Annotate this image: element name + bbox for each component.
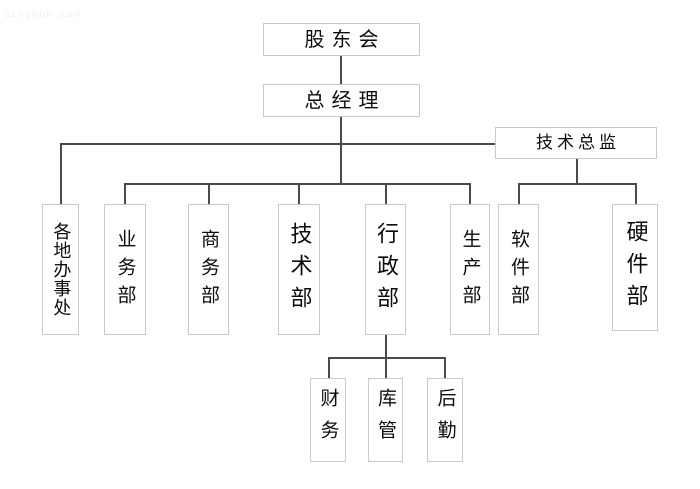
node-software-dept[interactable]: 软件部 [498,204,539,335]
node-logistics[interactable]: 后勤 [427,378,463,462]
department-bus [124,183,471,185]
node-tech-director-label: 技术总监 [536,132,620,153]
node-local-offices[interactable]: 各地办事处 [42,204,79,335]
node-shareholders-label: 股东会 [304,27,386,52]
node-admin-dept[interactable]: 行政部 [365,204,406,335]
node-general-manager-label: 总经理 [304,88,386,113]
edge-to-hardware-dept [635,183,637,204]
node-business-dept[interactable]: 业务部 [104,204,146,335]
node-software-dept-label: 软件部 [508,228,531,313]
node-finance-label: 财务 [317,388,340,452]
node-general-manager[interactable]: 总经理 [263,84,420,117]
edge-shareholders-to-general-manager [340,55,342,84]
edge-to-production-dept [469,183,471,204]
edge-to-logistics [444,357,446,378]
edge-to-admin-dept [385,183,387,204]
node-technical-dept[interactable]: 技术部 [278,204,320,335]
node-logistics-label: 后勤 [434,388,457,452]
node-technical-dept-label: 技术部 [286,221,312,318]
edge-to-finance [328,357,330,378]
node-warehouse-label: 库管 [375,388,398,452]
tech-director-bus [518,183,636,185]
edge-admin-dept-stem [385,334,387,358]
node-commerce-dept-label: 商务部 [198,228,221,313]
edge-to-business-dept [124,183,126,204]
node-finance[interactable]: 财务 [310,378,346,462]
edge-to-commerce-dept [208,183,210,204]
edge-general-manager-to-dept-bus [340,143,342,184]
node-tech-director[interactable]: 技术总监 [495,127,657,159]
main-bus-top [60,143,496,145]
watermark-text: singbon.com [4,9,82,20]
node-local-offices-label: 各地办事处 [50,222,72,317]
edge-to-software-dept [518,183,520,204]
edge-to-local-offices [60,143,62,204]
node-hardware-dept-label: 硬件部 [622,219,648,316]
edge-general-manager-stem [340,116,342,144]
edge-to-warehouse [385,357,387,378]
node-warehouse[interactable]: 库管 [368,378,403,462]
edge-to-technical-dept [298,183,300,204]
node-admin-dept-label: 行政部 [373,221,399,318]
node-commerce-dept[interactable]: 商务部 [188,204,229,335]
node-shareholders[interactable]: 股东会 [263,23,420,56]
node-production-dept-label: 生产部 [459,228,482,313]
node-production-dept[interactable]: 生产部 [450,204,490,335]
edge-tech-director-stem [576,158,578,184]
node-business-dept-label: 业务部 [114,228,137,313]
node-hardware-dept[interactable]: 硬件部 [612,204,658,331]
